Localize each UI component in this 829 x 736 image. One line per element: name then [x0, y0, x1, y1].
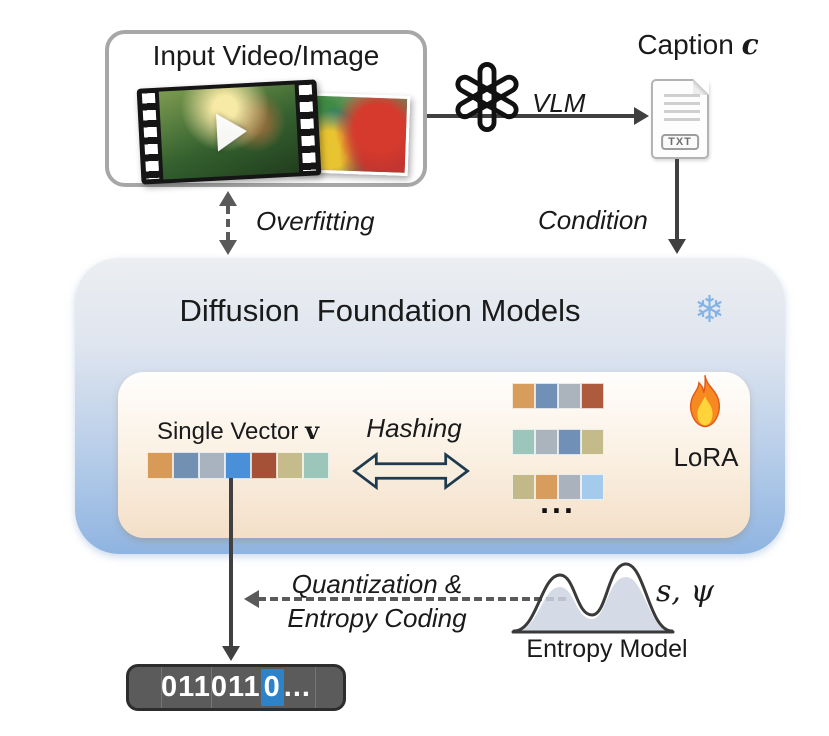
bitstream-divider — [211, 667, 212, 708]
hash-vector-row — [512, 474, 604, 500]
vector-cell — [303, 452, 329, 479]
caption-title: Caption c — [598, 28, 798, 61]
condition-arrow-line — [675, 159, 679, 241]
film-sprocket-holes-right — [298, 84, 317, 172]
foundation-title: Diffusion Foundation Models — [179, 293, 581, 328]
single-vector-label: Single Vector v — [130, 416, 346, 446]
vector-cell — [581, 383, 604, 409]
entropy-model-curve-icon — [511, 562, 675, 634]
input-video-image-box: Input Video/Image — [105, 30, 427, 187]
play-icon — [216, 112, 248, 152]
vector-cell — [581, 474, 604, 500]
vector-cell — [535, 474, 558, 500]
vector-to-bitstream-arrow-head — [222, 646, 240, 661]
quantization-arrow-head — [244, 590, 259, 608]
vlm-arrow-head — [634, 107, 649, 125]
fire-icon — [690, 375, 720, 428]
input-box-title: Input Video/Image — [152, 40, 380, 71]
caption-symbol-c: c — [741, 28, 759, 61]
condition-arrow-head — [668, 239, 686, 254]
txt-badge: TXT — [661, 134, 699, 150]
vector-cell — [173, 452, 199, 479]
vector-cell — [558, 429, 581, 455]
overfitting-arrow-line — [226, 206, 230, 240]
entropy-model-label: Entropy Model — [526, 635, 688, 663]
quantization-label-line1: Quantization & — [291, 569, 463, 599]
vector-cell — [512, 383, 535, 409]
film-sprocket-holes-left — [141, 92, 160, 180]
caption-word: Caption — [637, 29, 734, 60]
bitstream-divider — [161, 667, 162, 708]
vector-cell — [581, 429, 604, 455]
vector-cell — [251, 452, 277, 479]
vector-cell — [558, 474, 581, 500]
vector-cell — [199, 452, 225, 479]
vector-cell — [225, 452, 251, 479]
vector-cell — [512, 429, 535, 455]
lora-label: LoRA — [673, 442, 739, 472]
overfitting-arrow-head-down — [219, 240, 237, 255]
vector-cell — [512, 474, 535, 500]
hash-vector-row — [512, 383, 604, 409]
entropy-params-label: s, ψ — [656, 574, 714, 609]
hash-vector-row — [512, 429, 604, 455]
bitstream-divider — [315, 667, 316, 708]
bitstream-suffix: ... — [283, 671, 311, 703]
overfitting-label: Overfitting — [256, 206, 375, 236]
single-vector-squares — [147, 452, 329, 479]
vector-cell — [147, 452, 173, 479]
snowflake-icon: ❄ — [694, 289, 726, 330]
vector-cell — [535, 429, 558, 455]
bitstream-highlighted-bit: 0 — [260, 669, 284, 706]
quantization-arrow-line — [258, 597, 566, 601]
txt-line — [664, 110, 700, 113]
bitstream-prefix: 011011 — [161, 671, 261, 703]
condition-label: Condition — [538, 205, 648, 235]
vlm-label: VLM — [532, 88, 586, 118]
vector-cell — [277, 452, 303, 479]
txt-line — [664, 118, 700, 121]
film-strip-icon — [136, 79, 322, 185]
vlm-arrow-line — [427, 114, 637, 118]
txt-line — [664, 102, 700, 105]
hashing-double-arrow-icon — [352, 451, 470, 491]
txt-file-folded-corner — [693, 79, 709, 95]
single-vector-word: Single Vector — [156, 418, 299, 445]
hash-ellipsis: ... — [540, 484, 576, 520]
txt-file-icon: TXT — [651, 79, 709, 159]
overfitting-arrow-head-up — [219, 191, 237, 206]
txt-line — [664, 94, 700, 97]
vector-cell — [535, 383, 558, 409]
vector-cell — [558, 383, 581, 409]
hashing-label: Hashing — [366, 413, 462, 443]
vector-symbol-v: v — [305, 416, 320, 445]
vector-to-bitstream-arrow-line — [229, 478, 233, 648]
openai-logo-icon — [455, 62, 519, 132]
quantization-label-line2: Entropy Coding — [287, 603, 467, 633]
